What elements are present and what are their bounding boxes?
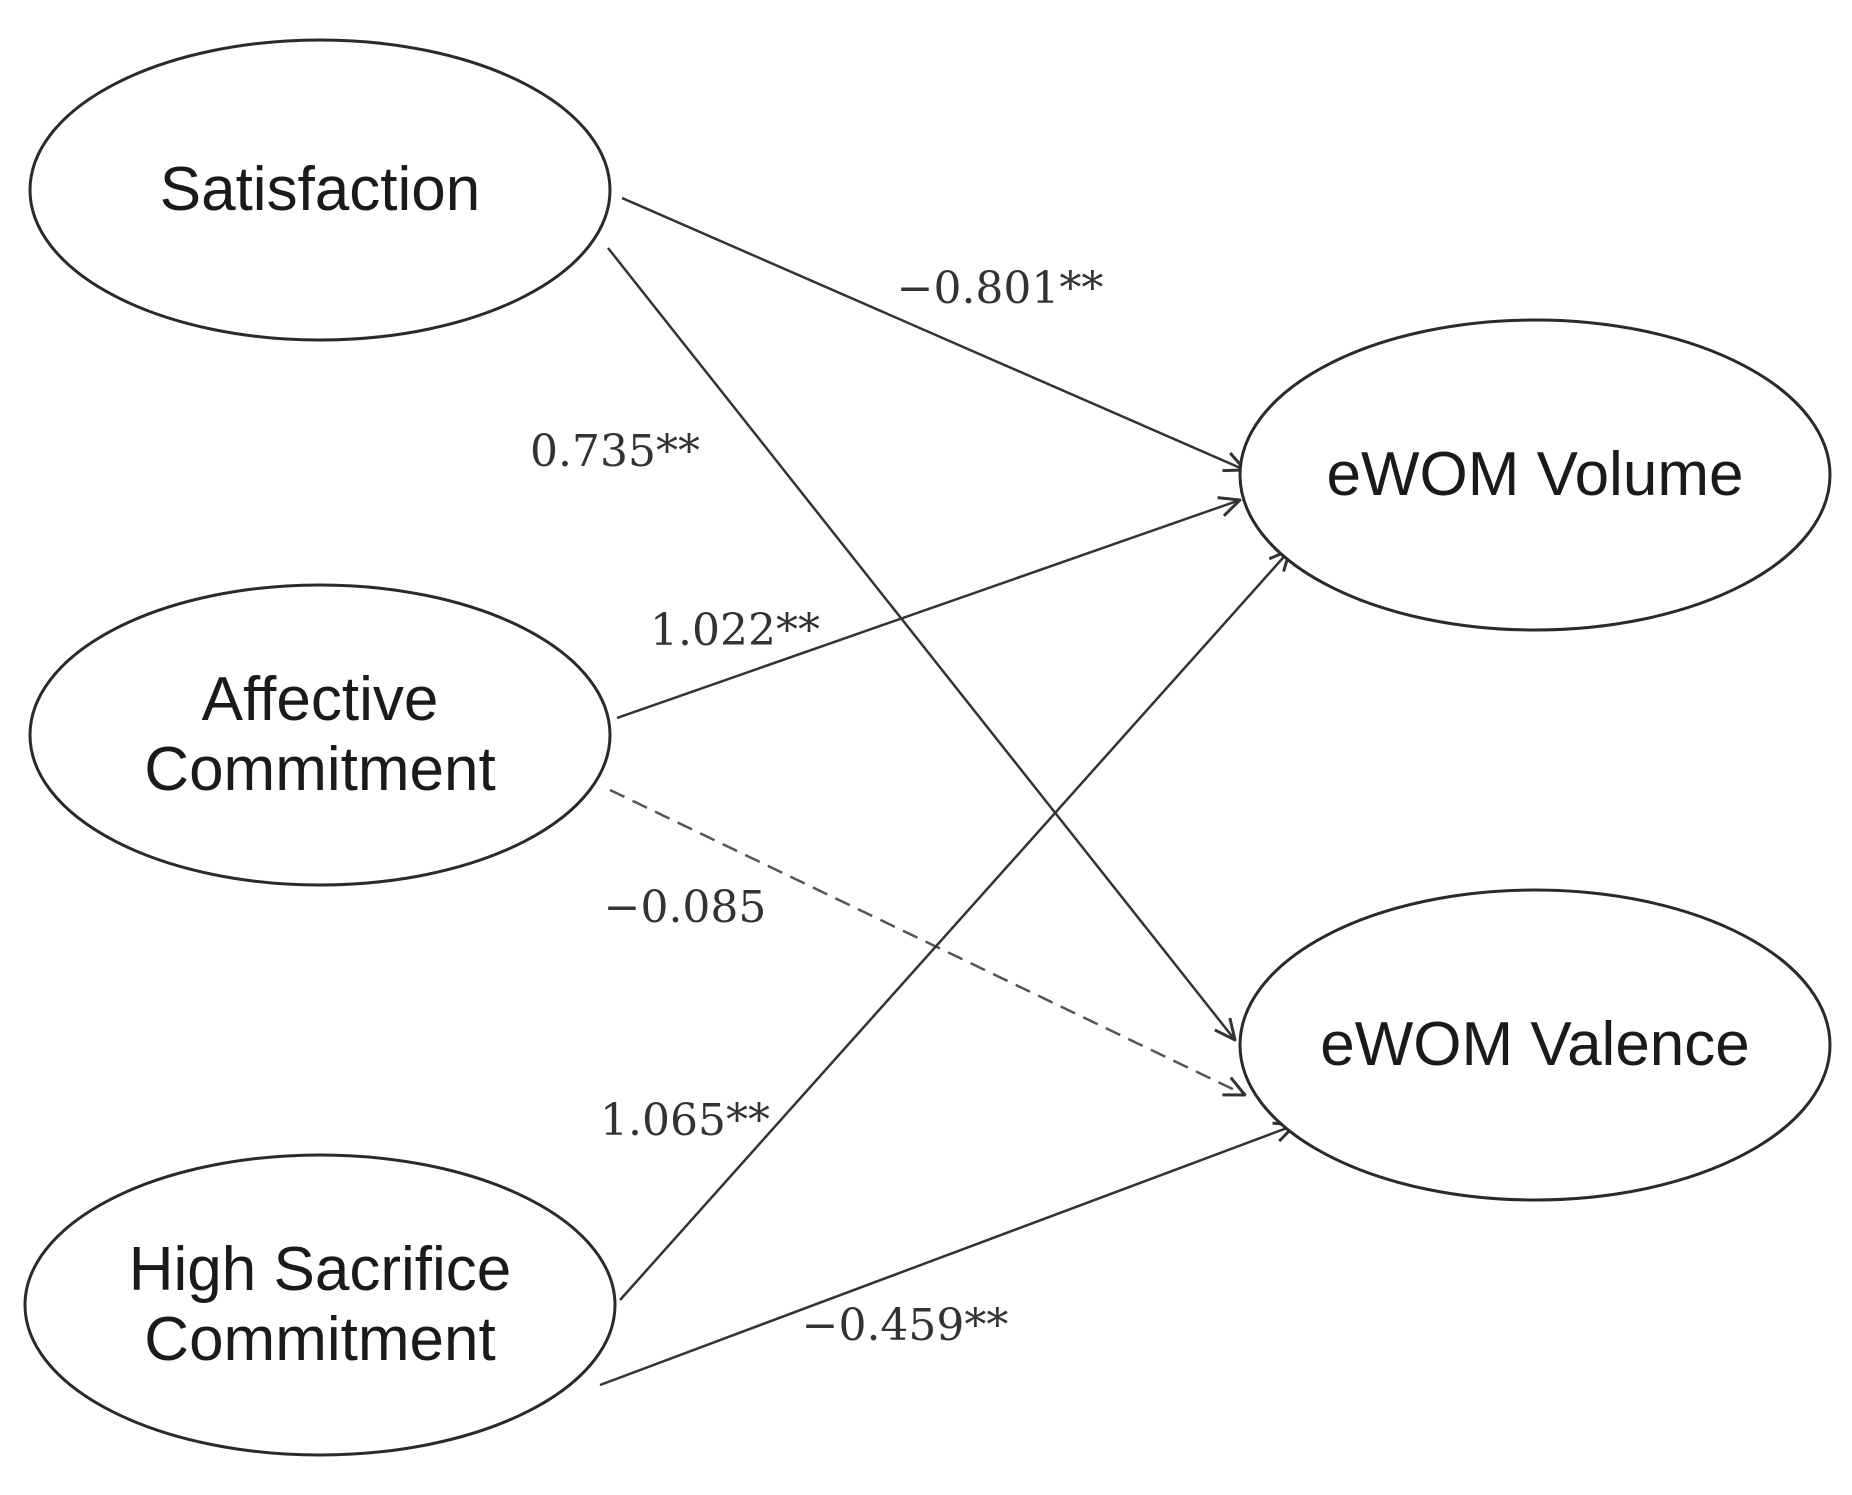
coefficient-label-high-sacrifice-to-valence: −0.459**: [802, 1300, 1009, 1351]
edges-layer: [599, 196, 1295, 1387]
construct-ellipse-valence: [1238, 888, 1832, 1202]
path-arrow-high-sacrifice-to-volume: [619, 550, 1290, 1301]
construct-node-valence: eWOM Valence: [1238, 888, 1832, 1202]
construct-label-high-sacrifice-line-1: High Sacrifice: [129, 1235, 511, 1304]
construct-ellipse-high-sacrifice: [23, 1153, 617, 1457]
path-arrow-affective-to-valence: [609, 788, 1245, 1095]
coefficient-label-affective-to-volume: 1.022**: [650, 605, 820, 656]
construct-ellipse-satisfaction: [28, 38, 612, 342]
coefficient-label-affective-to-valence: −0.085: [604, 882, 767, 933]
coefficient-label-satisfaction-to-volume: −0.801**: [897, 263, 1104, 314]
construct-node-volume: eWOM Volume: [1238, 318, 1832, 632]
path-arrow-satisfaction-to-valence: [607, 247, 1235, 1040]
construct-label-valence-line-1: eWOM Valence: [1320, 1010, 1750, 1079]
construct-ellipse-volume: [1238, 318, 1832, 632]
coefficient-label-satisfaction-to-valence: 0.735**: [530, 426, 700, 477]
construct-label-satisfaction-line-1: Satisfaction: [160, 155, 481, 224]
construct-label-affective-line-1: Affective: [202, 665, 439, 734]
construct-node-satisfaction: Satisfaction: [28, 38, 612, 342]
construct-label-high-sacrifice-line-2: Commitment: [144, 1305, 495, 1374]
coefficient-label-high-sacrifice-to-volume: 1.065**: [600, 1095, 770, 1146]
labels-layer: −0.801** 0.735** 1.022** −0.085 1.065** −0.45…: [530, 263, 1103, 1351]
path-arrow-high-sacrifice-to-valence: [599, 1125, 1295, 1387]
construct-label-volume-line-1: eWOM Volume: [1327, 440, 1744, 509]
construct-label-affective-line-2: Commitment: [144, 735, 495, 804]
path-arrow-satisfaction-to-volume: [621, 196, 1245, 470]
construct-ellipse-affective: [28, 583, 612, 887]
path-arrow-affective-to-volume: [616, 500, 1240, 720]
